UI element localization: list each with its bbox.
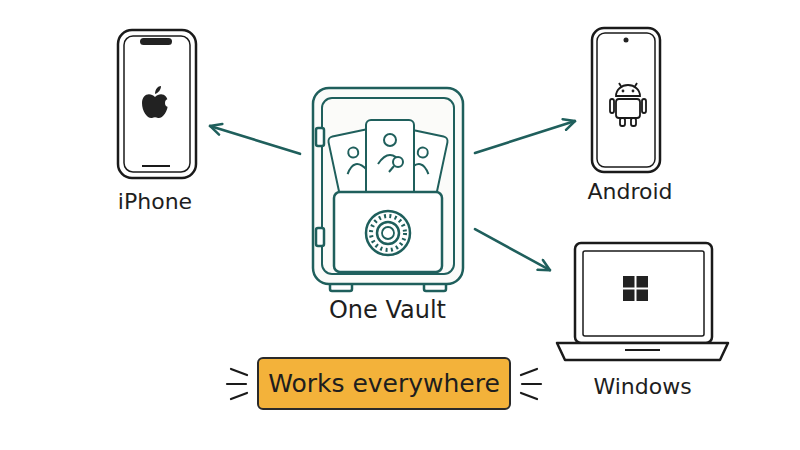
android-illustration — [592, 28, 660, 172]
vault-hinge — [316, 228, 324, 246]
laptop-screen — [575, 243, 712, 343]
emphasis-dashes — [227, 369, 541, 399]
card-icon — [384, 134, 396, 146]
logo-pane — [623, 290, 635, 302]
robot-eye — [622, 90, 625, 93]
dial-center — [382, 227, 394, 239]
apple-leaf — [155, 86, 161, 94]
dash — [522, 383, 541, 385]
card-icon — [417, 147, 429, 159]
robot-arm — [642, 99, 646, 113]
dial-ticks — [371, 216, 405, 250]
robot-arm — [610, 99, 614, 113]
device-node: Android — [575, 25, 685, 205]
phone-screen — [124, 36, 190, 172]
laptop-base — [557, 343, 728, 360]
android-logo — [610, 83, 646, 126]
logo-pane — [637, 276, 649, 288]
card-icon — [347, 147, 359, 159]
device-node: Windows — [550, 240, 735, 400]
robot-leg — [620, 118, 625, 126]
dash — [227, 383, 246, 385]
device-label: iPhone — [118, 189, 192, 215]
card-icon — [393, 157, 403, 167]
logo-pane — [623, 276, 635, 288]
laptop-trackpad — [625, 349, 660, 351]
card-icon — [389, 166, 394, 172]
vault-dial — [366, 211, 410, 255]
vault-panel — [334, 192, 442, 272]
vault-illustration — [313, 88, 463, 291]
logo-pane — [637, 290, 649, 302]
robot-head — [616, 85, 640, 96]
robot-body — [616, 99, 640, 118]
windows-logo — [623, 276, 648, 301]
vault-body — [313, 88, 463, 284]
phone-body — [118, 30, 196, 178]
dash — [521, 393, 537, 399]
sync-arrow — [475, 229, 550, 270]
device-label: Windows — [593, 374, 691, 400]
phone-camera — [624, 38, 629, 43]
device-label: Android — [587, 179, 672, 205]
robot-eye — [632, 90, 635, 93]
phone-notch — [140, 38, 172, 45]
robot-leg — [631, 118, 636, 126]
vault-label: One Vault — [329, 296, 446, 325]
apple-bite — [165, 99, 173, 107]
sync-arrow — [210, 126, 300, 154]
laptop-illustration — [557, 243, 728, 360]
dial-ring — [366, 211, 410, 255]
dash — [231, 393, 247, 399]
vault-hinge — [316, 128, 324, 146]
tagline-text: Works everywhere — [268, 369, 500, 399]
card-icon — [346, 162, 367, 174]
device-node: iPhone — [100, 30, 210, 215]
apple-logo — [142, 94, 168, 118]
dial-ring — [377, 222, 399, 244]
laptop-display — [583, 251, 704, 336]
home-bar — [142, 165, 170, 167]
sync-arrow — [475, 121, 575, 153]
phone-screen — [597, 33, 655, 167]
tagline-box: Works everywhere — [257, 357, 511, 410]
vault-door — [322, 98, 454, 274]
dash — [231, 369, 247, 375]
dash — [521, 369, 537, 375]
phone-body — [592, 28, 660, 172]
vault-node: One Vault — [300, 85, 475, 325]
iphone-illustration — [118, 30, 196, 178]
